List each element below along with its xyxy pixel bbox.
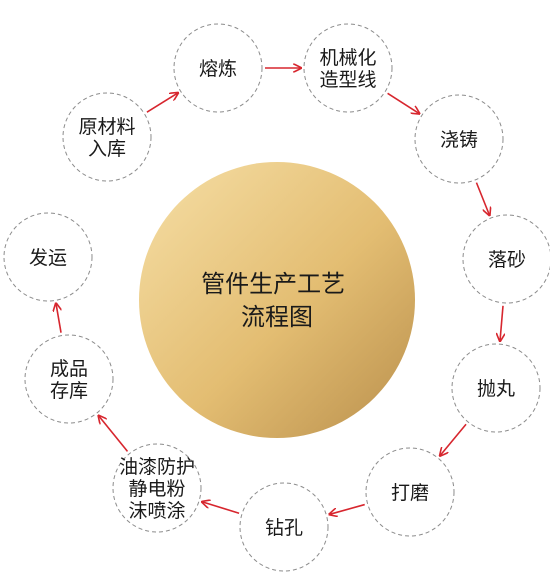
step-node-pouring: 浇铸 [414, 94, 504, 184]
step-label-line: 入库 [88, 138, 126, 160]
step-node-raw-material-storage: 原材料入库 [62, 92, 152, 182]
step-label: 熔炼 [199, 58, 237, 80]
step-node-grinding: 打磨 [365, 447, 455, 537]
step-circle [3, 212, 93, 302]
step-label-line: 浇铸 [440, 129, 478, 151]
step-label-line: 抛丸 [477, 378, 515, 400]
arrow-pouring-to-shakeout [475, 182, 489, 216]
arrow-shot-blasting-to-grinding [440, 423, 467, 456]
step-node-finished-storage: 成品存库 [24, 334, 114, 424]
flow-arrows [56, 68, 503, 514]
step-label: 油漆防护静电粉沫喷涂 [119, 456, 195, 522]
step-node-shakeout: 落砂 [462, 214, 550, 304]
step-label: 抛丸 [477, 378, 515, 400]
step-label: 成品存库 [50, 358, 88, 402]
step-label-line: 存库 [50, 380, 88, 402]
step-label-line: 造型线 [319, 69, 376, 91]
step-circle [24, 334, 114, 424]
arrow-painting-to-finished-storage [99, 416, 129, 452]
step-label: 机械化造型线 [319, 47, 376, 91]
step-node-drilling: 钻孔 [239, 482, 329, 572]
arrow-drilling-to-painting [202, 502, 240, 514]
step-label: 浇铸 [440, 129, 478, 151]
step-label-line: 熔炼 [199, 58, 237, 80]
step-circle [112, 443, 202, 533]
step-label-line: 静电粉 [128, 478, 185, 500]
arrow-finished-storage-to-shipping [56, 303, 62, 333]
step-circle [303, 23, 393, 113]
step-circle [239, 482, 329, 572]
step-circle [462, 214, 550, 304]
step-circle [365, 447, 455, 537]
step-node-shot-blasting: 抛丸 [451, 343, 541, 433]
center-gold-circle [139, 162, 415, 438]
step-circle [451, 343, 541, 433]
arrow-molding-line-to-pouring [387, 92, 420, 113]
step-circle [62, 92, 152, 182]
step-circle [414, 94, 504, 184]
step-label: 落砂 [488, 249, 526, 271]
step-label: 打磨 [391, 482, 429, 504]
step-label-line: 发运 [29, 247, 67, 269]
center-title-line-1: 管件生产工艺 [201, 270, 345, 298]
step-node-painting: 油漆防护静电粉沫喷涂 [112, 443, 202, 533]
step-circle [173, 23, 263, 113]
step-label-line: 成品 [50, 358, 88, 380]
center-title-line-2: 流程图 [241, 303, 313, 331]
step-label-line: 油漆防护 [119, 456, 195, 478]
center-hub: 管件生产工艺 流程图 [139, 162, 415, 438]
step-label-line: 机械化 [319, 47, 376, 69]
step-label-line: 打磨 [391, 482, 429, 504]
arrow-grinding-to-drilling [329, 503, 365, 515]
step-label-line: 沫喷涂 [128, 500, 185, 522]
step-node-melting: 熔炼 [173, 23, 263, 113]
step-label: 发运 [29, 247, 67, 269]
step-label-line: 落砂 [488, 249, 526, 271]
center-title: 管件生产工艺 流程图 [201, 270, 353, 331]
step-label-line: 原材料 [78, 116, 135, 138]
step-label-line: 钻孔 [265, 517, 303, 539]
step-label: 原材料入库 [78, 116, 135, 160]
arrow-shakeout-to-shot-blasting [500, 305, 503, 341]
arrow-raw-material-storage-to-melting [146, 93, 178, 113]
step-node-shipping: 发运 [3, 212, 93, 302]
step-label: 钻孔 [265, 517, 303, 539]
step-node-molding-line: 机械化造型线 [303, 23, 393, 113]
